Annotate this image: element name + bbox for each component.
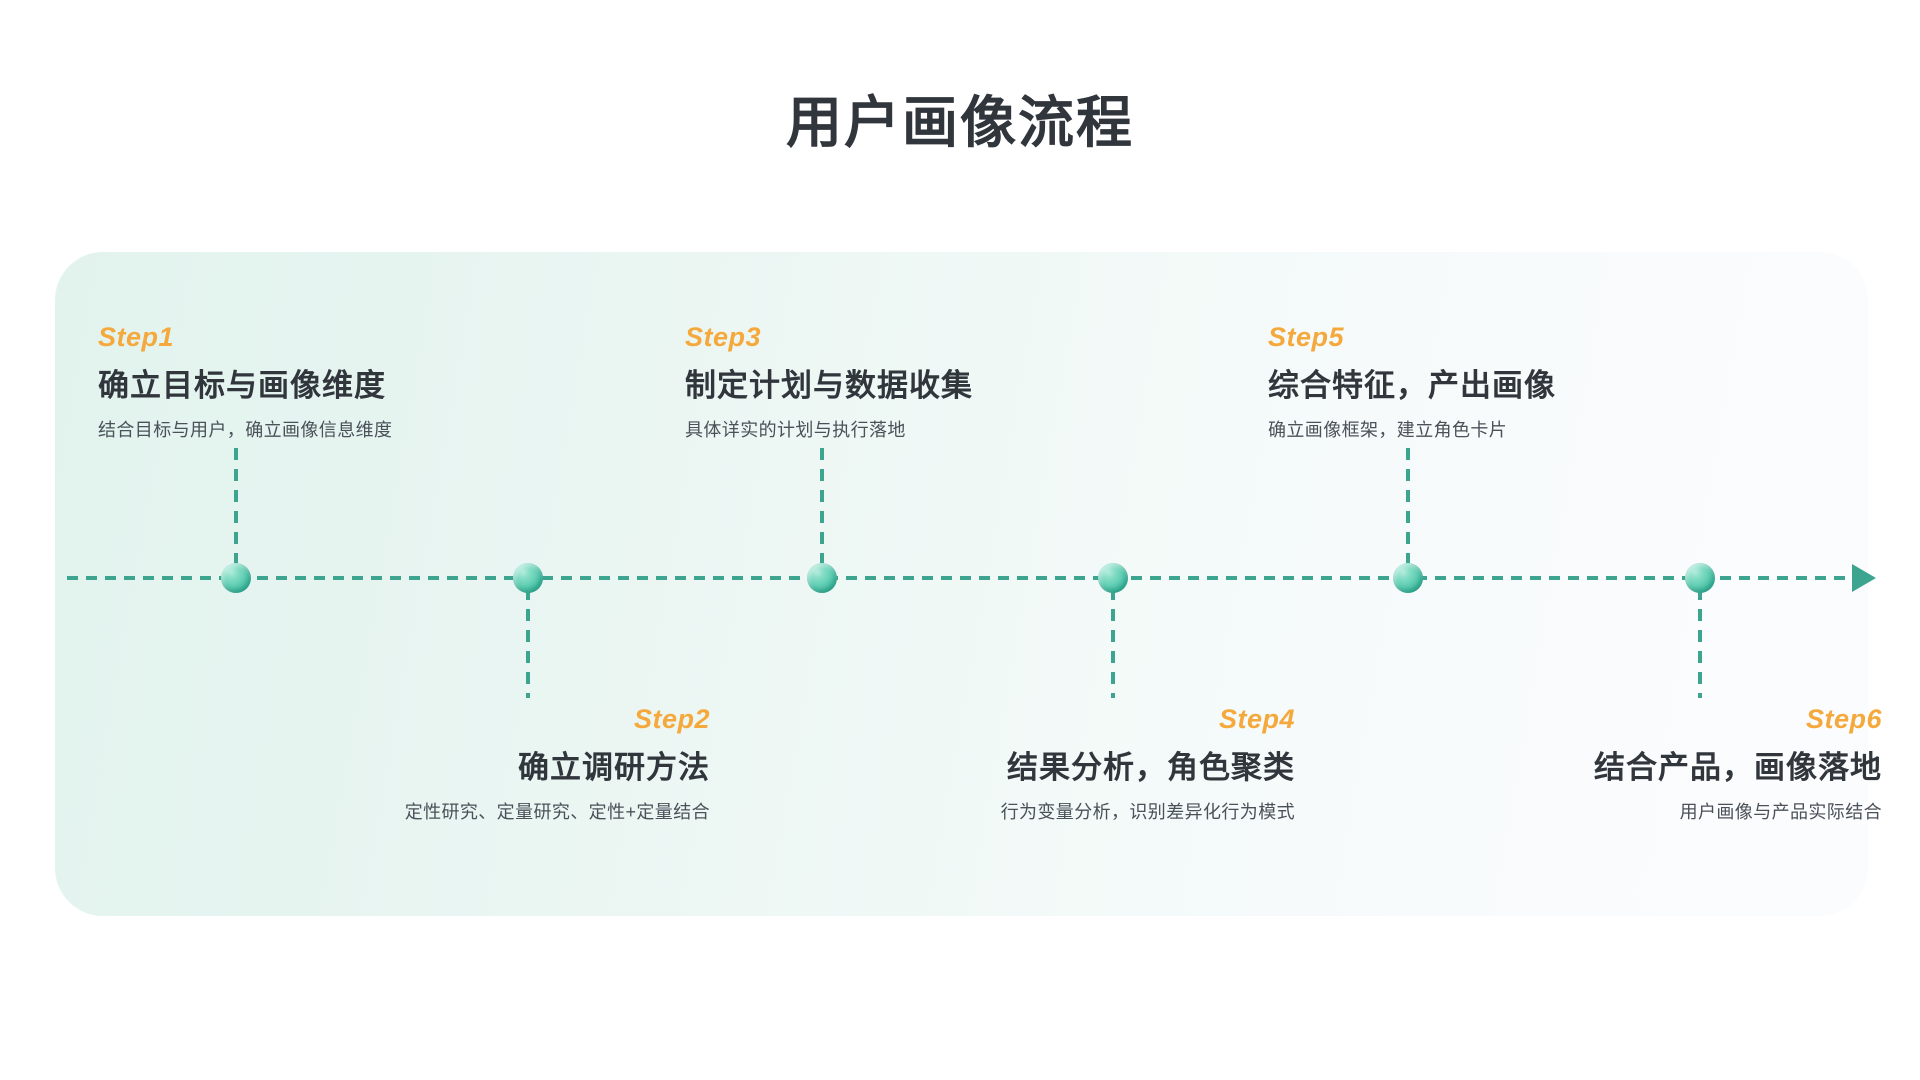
page-title: 用户画像流程 — [786, 91, 1134, 154]
connector-step-5 — [1406, 448, 1410, 570]
step-desc-3: 具体详实的计划与执行落地 — [685, 420, 906, 441]
timeline-node-6[interactable] — [1685, 563, 1715, 593]
step-label-2: Step2 — [633, 704, 710, 734]
step-block-4: Step4 结果分析，角色聚类 行为变量分析，识别差异化行为模式 — [875, 704, 1295, 825]
step-label-1: Step1 — [98, 322, 175, 352]
step-heading-5: 综合特征，产出画像 — [1268, 368, 1556, 404]
connector-step-3 — [820, 448, 824, 570]
step-heading-3: 制定计划与数据收集 — [685, 368, 973, 404]
step-heading-2: 确立调研方法 — [518, 750, 710, 786]
connector-step-1 — [234, 448, 238, 570]
timeline-node-4[interactable] — [1098, 563, 1128, 593]
step-label-5: Step5 — [1268, 322, 1345, 352]
timeline-card — [55, 252, 1868, 916]
step-label-4: Step4 — [1218, 704, 1295, 734]
step-desc-5: 确立画像框架，建立角色卡片 — [1268, 420, 1508, 441]
timeline-node-1[interactable] — [221, 563, 251, 593]
step-block-6: Step6 结合产品，画像落地 用户画像与产品实际结合 — [1462, 704, 1882, 825]
step-block-5: Step5 综合特征，产出画像 确立画像框架，建立角色卡片 — [1268, 322, 1698, 443]
arrow-right-icon — [1852, 564, 1876, 592]
step-label-6: Step6 — [1805, 704, 1882, 734]
step-desc-2: 定性研究、定量研究、定性+定量结合 — [404, 802, 710, 823]
step-label-3: Step3 — [685, 322, 762, 352]
step-desc-1: 结合目标与用户，确立画像信息维度 — [98, 420, 393, 441]
step-heading-1: 确立目标与画像维度 — [98, 368, 386, 404]
step-desc-6: 用户画像与产品实际结合 — [1679, 802, 1882, 823]
timeline-node-5[interactable] — [1393, 563, 1423, 593]
step-heading-4: 结果分析，角色聚类 — [1007, 750, 1295, 786]
timeline-node-2[interactable] — [513, 563, 543, 593]
step-heading-6: 结合产品，画像落地 — [1594, 750, 1882, 786]
timeline-node-3[interactable] — [807, 563, 837, 593]
step-desc-4: 行为变量分析，识别差异化行为模式 — [1000, 802, 1295, 823]
connector-step-2 — [526, 588, 530, 698]
step-block-3: Step3 制定计划与数据收集 具体详实的计划与执行落地 — [685, 322, 1115, 443]
timeline-axis — [67, 576, 1855, 580]
connector-step-6 — [1698, 588, 1702, 698]
connector-step-4 — [1111, 588, 1115, 698]
step-block-1: Step1 确立目标与画像维度 结合目标与用户，确立画像信息维度 — [98, 322, 528, 443]
step-block-2: Step2 确立调研方法 定性研究、定量研究、定性+定量结合 — [290, 704, 710, 825]
